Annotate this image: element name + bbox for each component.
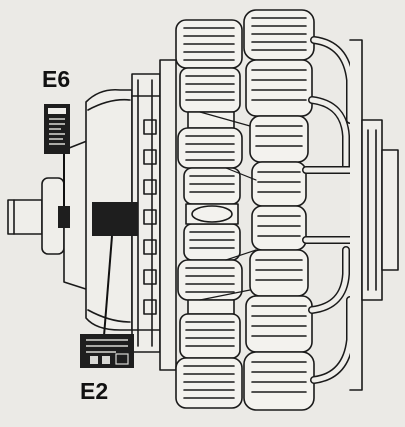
push-rods: [199, 111, 257, 301]
callout-label-e2: E2: [80, 378, 109, 404]
decal-e2: [80, 334, 134, 368]
decal-e6-target: [58, 206, 70, 228]
rear-cylinder-row: [243, 9, 315, 411]
exhaust-pipes: [302, 36, 399, 391]
decal-e2-target: [92, 202, 138, 236]
callout-label-e6: E6: [42, 66, 71, 92]
decal-e6: [44, 104, 70, 154]
crankcase-front: [131, 59, 177, 371]
front-cylinder-row: [175, 19, 243, 409]
leader-line-e2: [103, 235, 113, 337]
